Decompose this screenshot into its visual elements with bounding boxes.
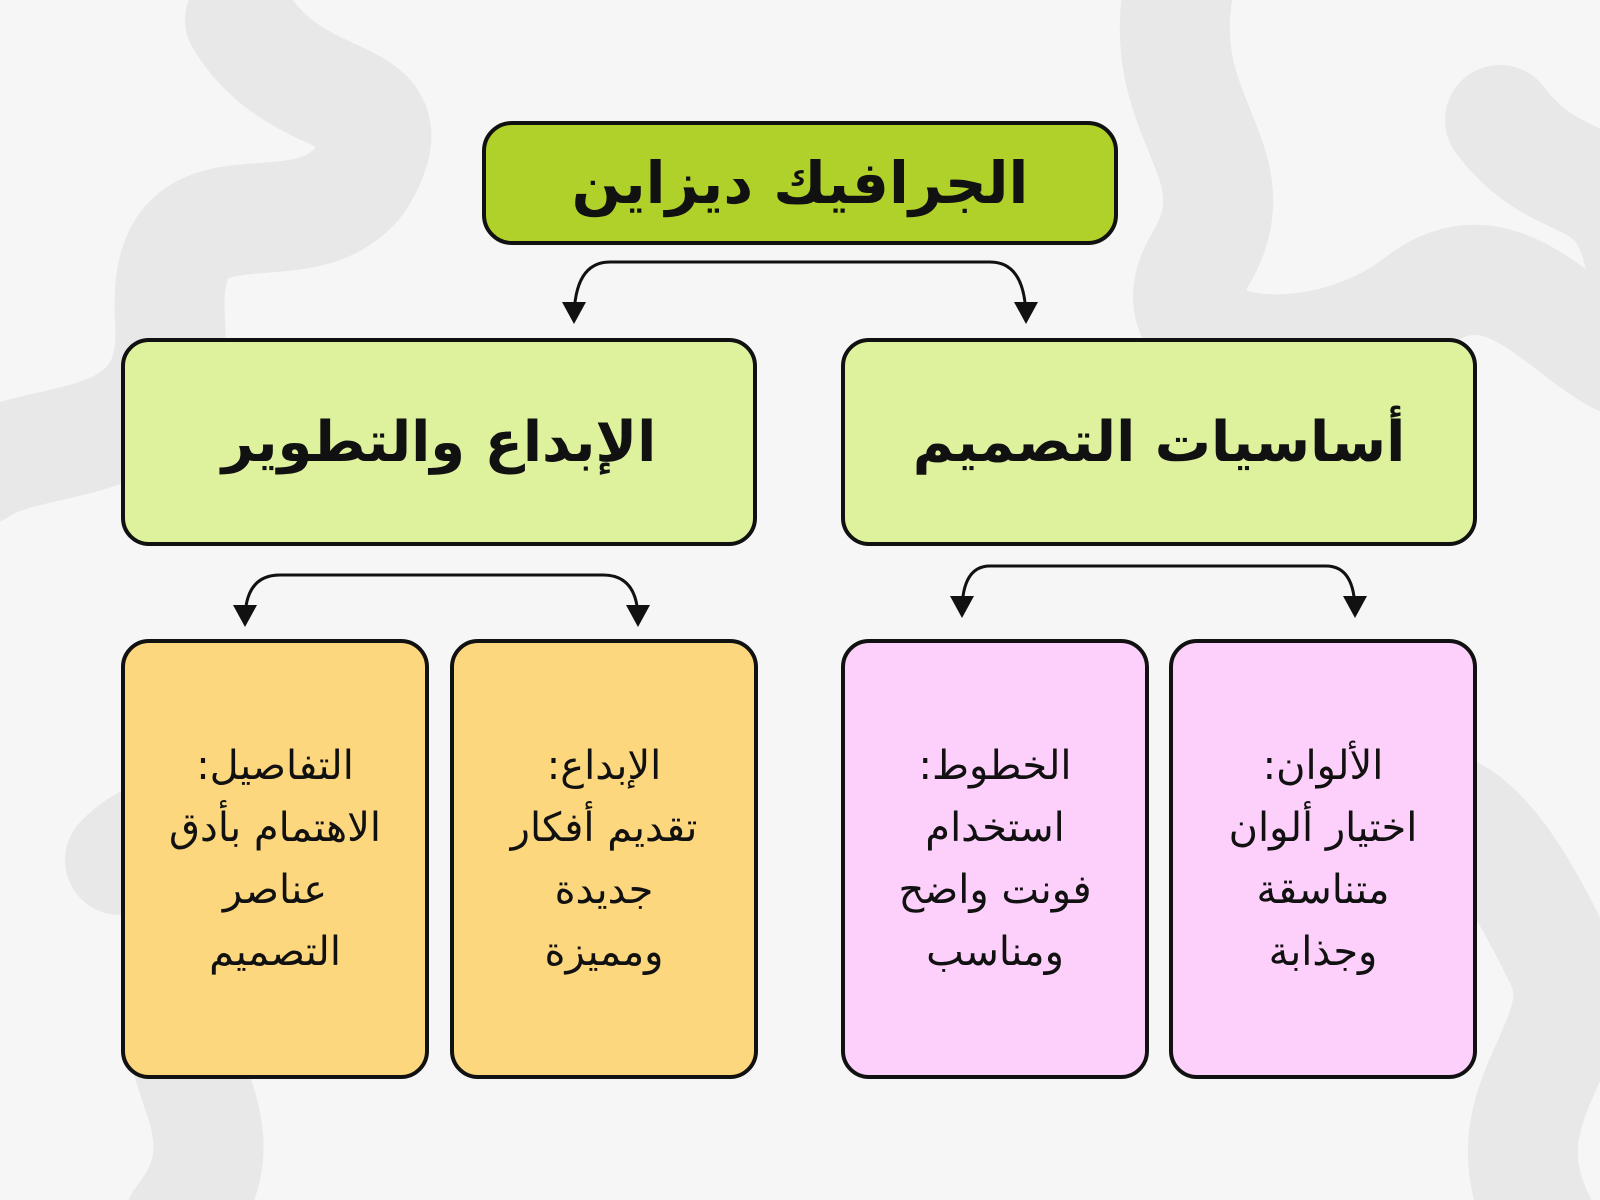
leaf-creativity: الإبداع: تقديم أفكار جديدة ومميزة — [450, 639, 758, 1079]
leaf-title: الألوان: — [1262, 743, 1384, 789]
arrow-basics-to-colors — [1150, 564, 1357, 613]
leaf-title: الإبداع: — [546, 743, 662, 789]
leaf-title: الخطوط: — [918, 743, 1072, 789]
arrow-root-to-basics — [800, 260, 1028, 321]
branch-title: الإبداع والتطوير — [221, 409, 657, 475]
root-node: الجرافيك ديزاين — [482, 121, 1118, 245]
leaf-body: تقديم أفكار جديدة ومميزة — [510, 805, 698, 975]
arrow-root-to-creative — [572, 260, 800, 321]
leaf-body: الاهتمام بأدق عناصر التصميم — [168, 805, 382, 975]
branch-title: أساسيات التصميم — [912, 409, 1406, 475]
arrow-creative-to-creativity — [440, 573, 640, 621]
leaf-body: اختيار ألوان متناسقة وجذابة — [1228, 805, 1418, 975]
branch-creativity-development: الإبداع والتطوير — [121, 338, 757, 546]
leaf-title: التفاصيل: — [196, 743, 354, 789]
branch-design-basics: أساسيات التصميم — [841, 338, 1477, 546]
root-title: الجرافيك ديزاين — [571, 149, 1029, 217]
arrow-creative-to-details — [243, 573, 440, 621]
leaf-details: التفاصيل: الاهتمام بأدق عناصر التصميم — [121, 639, 429, 1079]
leaf-colors: الألوان: اختيار ألوان متناسقة وجذابة — [1169, 639, 1477, 1079]
arrow-basics-to-fonts — [960, 564, 1150, 613]
leaf-fonts: الخطوط: استخدام فونت واضح ومناسب — [841, 639, 1149, 1079]
leaf-body: استخدام فونت واضح ومناسب — [898, 805, 1092, 975]
